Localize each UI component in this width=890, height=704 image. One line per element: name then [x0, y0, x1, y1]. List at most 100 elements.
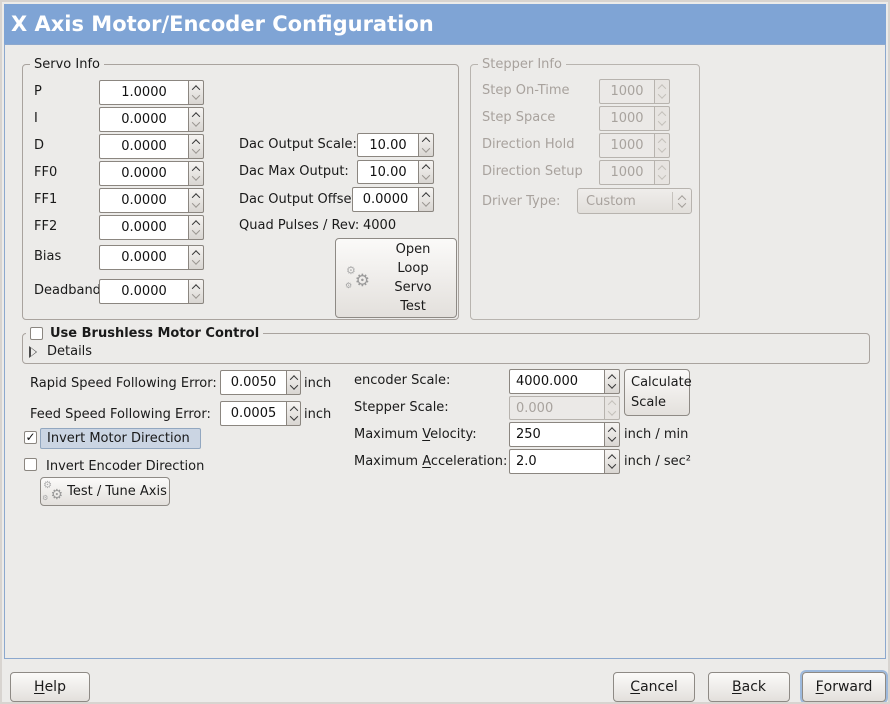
spin-down-icon[interactable] [607, 380, 617, 390]
stepper-scale-spin: 0.000 [509, 396, 620, 420]
spin-down-icon[interactable] [191, 256, 201, 266]
spin-down-icon[interactable] [191, 172, 201, 182]
servo-spin-deadband-buttons[interactable] [189, 279, 204, 304]
encoder-scale-spin-buttons[interactable] [605, 369, 620, 394]
max-velocity-input[interactable]: 250 [509, 422, 605, 447]
servo-spin-ff2-buttons[interactable] [189, 215, 204, 240]
details-expander[interactable]: Details [29, 344, 93, 359]
use-brushless-checkbox[interactable] [30, 327, 43, 340]
brushless-frame [22, 333, 870, 364]
max-velocity-spin: 250 [509, 422, 620, 447]
gears-icon: ⚙⚙⚙ [42, 479, 64, 503]
encoder-scale-input[interactable]: 4000.000 [509, 369, 605, 394]
stepper-scale-spin-buttons [605, 396, 620, 420]
servo-spin-bias-buttons[interactable] [189, 245, 204, 270]
expander-arrow-icon[interactable] [29, 345, 37, 358]
stepper-scale-label: Stepper Scale: [354, 400, 449, 415]
max-acceleration-spin-buttons[interactable] [605, 449, 620, 474]
encoder-scale-spin: 4000.000 [509, 369, 620, 394]
dac-offset-spin-buttons[interactable] [419, 187, 434, 212]
spin-down-icon[interactable] [421, 198, 431, 208]
servo-input-ff2[interactable]: 0.0000 [99, 215, 189, 240]
stepper-scale-input: 0.000 [509, 396, 605, 420]
invert-motor-label[interactable]: Invert Motor Direction [40, 428, 201, 449]
spin-down-icon[interactable] [191, 226, 201, 236]
rapid-following-error-label: Rapid Speed Following Error: [30, 376, 217, 391]
feed-following-error-spin-buttons[interactable] [287, 401, 301, 426]
max-velocity-unit: inch / min [624, 427, 689, 442]
dac-offset-input[interactable]: 0.0000 [352, 187, 419, 212]
step-space-input: 1000 [599, 106, 655, 131]
spin-down-icon[interactable] [607, 433, 617, 443]
spin-down-icon[interactable] [191, 290, 201, 300]
servo-spin-d: 0.0000 [99, 134, 204, 159]
use-brushless-label[interactable]: Use Brushless Motor Control [50, 326, 260, 341]
spin-down-icon[interactable] [421, 143, 431, 153]
quad-pulses-value: 4000 [363, 218, 397, 233]
feed-following-error-input[interactable]: 0.0005 [220, 401, 287, 426]
max-acceleration-input[interactable]: 2.0 [509, 449, 605, 474]
servo-spin-ff0-buttons[interactable] [189, 161, 204, 186]
spin-down-icon[interactable] [607, 460, 617, 470]
servo-input-ff1[interactable]: 0.0000 [99, 188, 189, 213]
servo-input-i[interactable]: 0.0000 [99, 107, 189, 132]
step-ontime-spin-buttons [655, 79, 670, 104]
servo-spin-p-buttons[interactable] [189, 80, 204, 105]
dac-max-input[interactable]: 10.00 [357, 160, 419, 184]
spin-down-icon[interactable] [191, 199, 201, 209]
servo-input-d[interactable]: 0.0000 [99, 134, 189, 159]
step-ontime-label: Step On-Time [482, 83, 570, 98]
invert-encoder-checkbox[interactable] [24, 458, 37, 471]
direction-hold-spin-buttons [655, 133, 670, 158]
servo-label-p: P [34, 84, 42, 99]
stepper-info-frame [470, 64, 700, 320]
spin-down-icon[interactable] [191, 145, 201, 155]
dac-scale-input[interactable]: 10.00 [357, 133, 419, 157]
rapid-following-error-input[interactable]: 0.0050 [220, 370, 287, 395]
spin-down-icon [657, 90, 667, 100]
dac-max-spin-buttons[interactable] [419, 160, 434, 184]
spin-down-icon[interactable] [191, 91, 201, 101]
direction-setup-label: Direction Setup [482, 164, 583, 179]
invert-motor-checkbox[interactable]: ✓ [24, 431, 37, 444]
direction-hold-label: Direction Hold [482, 137, 575, 152]
dac-offset-spin: 0.0000 [352, 187, 434, 212]
servo-spin-d-buttons[interactable] [189, 134, 204, 159]
servo-input-bias[interactable]: 0.0000 [99, 245, 189, 270]
servo-input-p[interactable]: 1.0000 [99, 80, 189, 105]
spin-down-icon[interactable] [421, 170, 431, 180]
step-space-spin: 1000 [599, 106, 670, 131]
spin-down-icon [657, 117, 667, 127]
details-label[interactable]: Details [47, 344, 93, 359]
calculate-scale-button[interactable]: Calculate Scale [624, 369, 692, 416]
dac-scale-spin-buttons[interactable] [419, 133, 434, 157]
max-acceleration-label: Maximum Acceleration: [354, 454, 508, 469]
spin-down-icon[interactable] [289, 381, 298, 391]
driver-type-value: Custom [586, 193, 636, 209]
servo-label-i: I [34, 111, 38, 126]
servo-label-deadband: Deadband [34, 283, 101, 298]
max-velocity-spin-buttons[interactable] [605, 422, 620, 447]
servo-info-frame [22, 64, 459, 320]
test-tune-axis-label: Test / Tune Axis [67, 484, 167, 499]
servo-spin-deadband: 0.0000 [99, 279, 204, 304]
servo-input-deadband[interactable]: 0.0000 [99, 279, 189, 304]
spin-down-icon[interactable] [289, 412, 298, 422]
rapid-following-error-spin-buttons[interactable] [287, 370, 301, 395]
test-tune-axis-button[interactable]: ⚙⚙⚙ Test / Tune Axis [40, 477, 170, 506]
checkmark-icon: ✓ [25, 430, 36, 444]
max-acceleration-unit: inch / sec² [624, 454, 692, 469]
invert-encoder-label[interactable]: Invert Encoder Direction [46, 459, 205, 474]
servo-spin-i-buttons[interactable] [189, 107, 204, 132]
servo-label-ff0: FF0 [34, 165, 58, 180]
dropdown-arrows-icon [673, 194, 691, 208]
spin-down-icon[interactable] [191, 118, 201, 128]
open-loop-servo-test-button[interactable]: ⚙⚙⚙ Open Loop Servo Test [335, 238, 457, 318]
servo-spin-ff1-buttons[interactable] [189, 188, 204, 213]
feed-following-error-unit: inch [304, 407, 332, 422]
servo-input-ff0[interactable]: 0.0000 [99, 161, 189, 186]
